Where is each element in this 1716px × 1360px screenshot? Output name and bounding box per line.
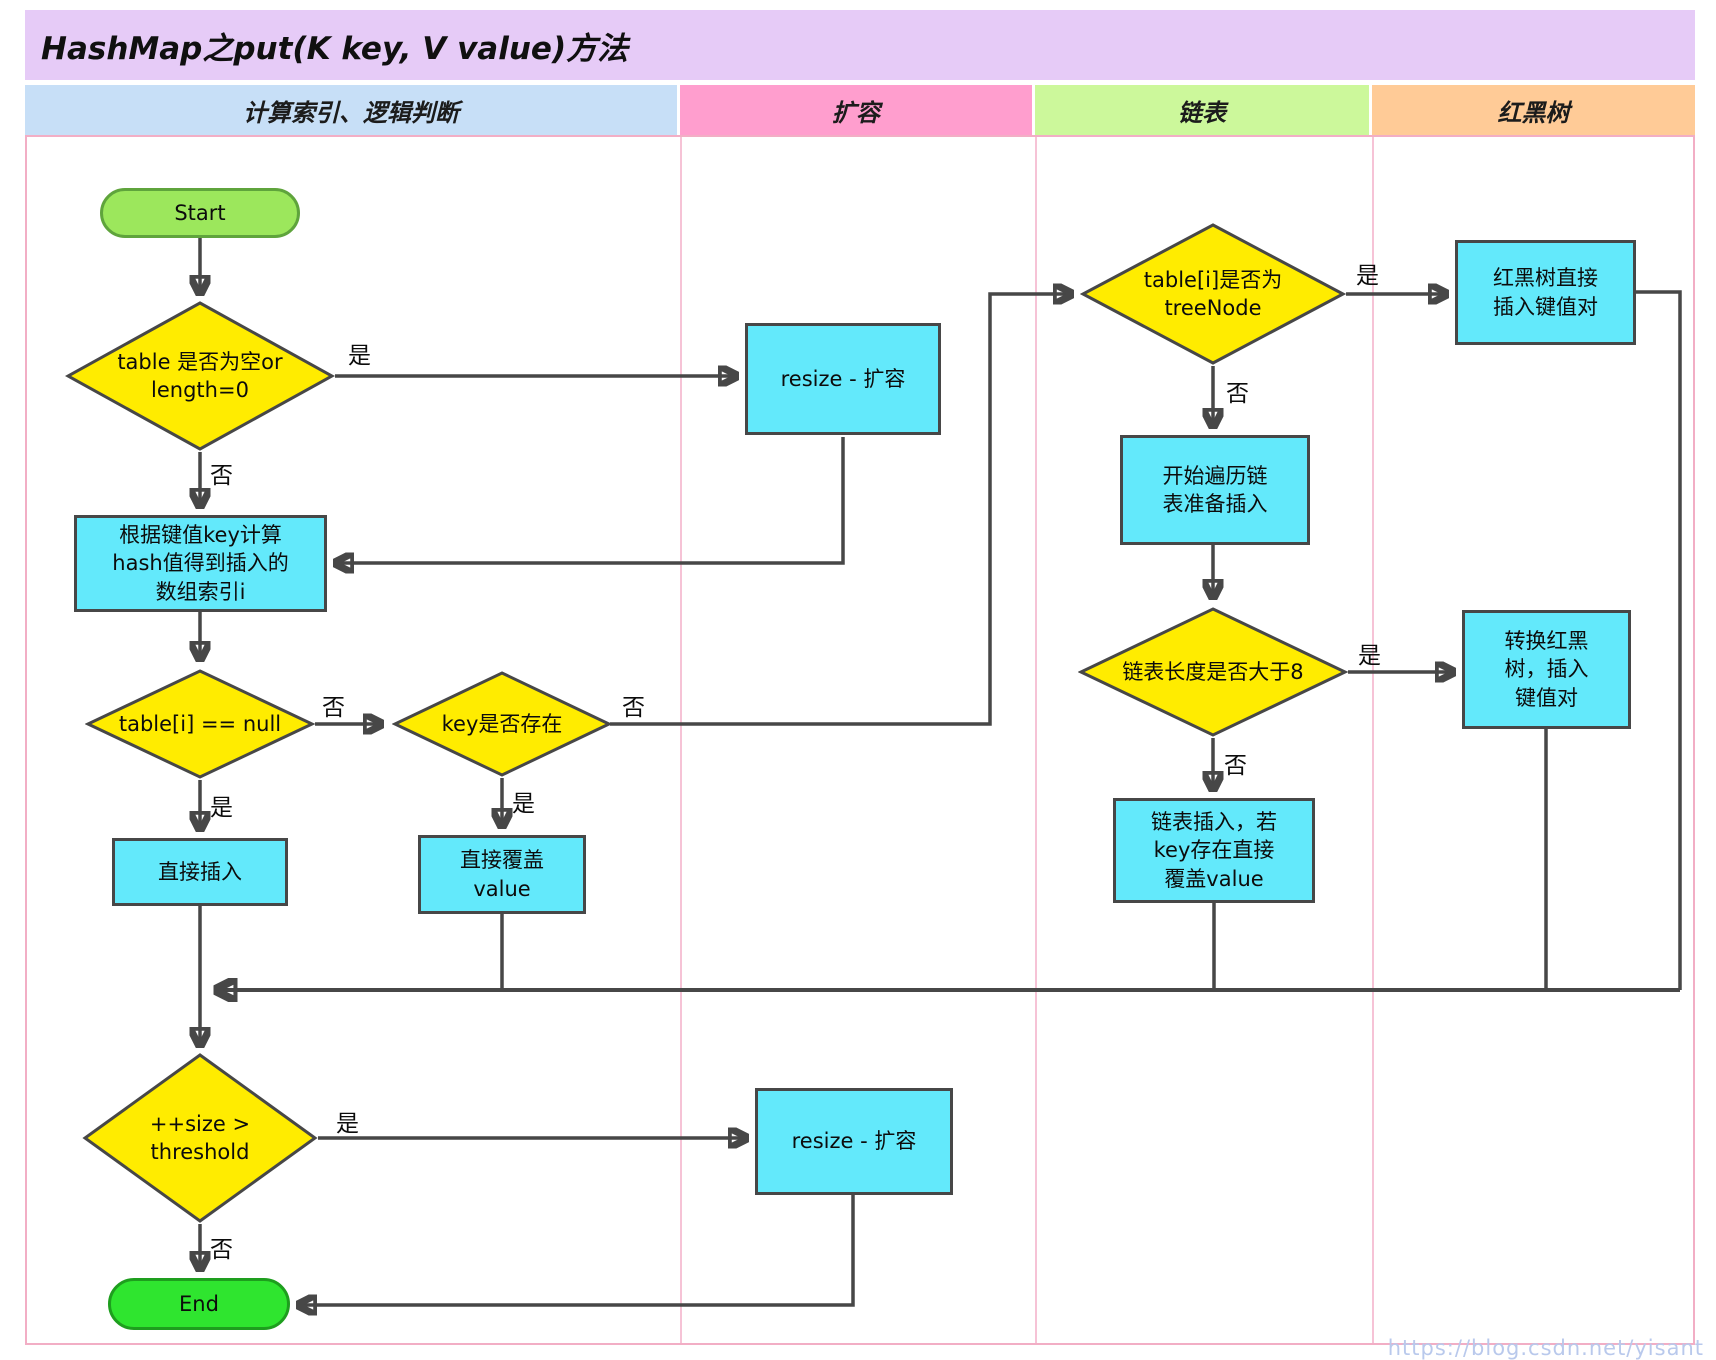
start-node-label: Start [174,200,226,225]
process-rbtree-insert: 红黑树直接 插入键值对 [1455,240,1636,345]
process-direct-insert: 直接插入 [112,838,288,906]
process-convert-rbtree: 转换红黑 树，插入 键值对 [1462,610,1631,729]
process-rbtree-insert-label: 红黑树直接 插入键值对 [1493,266,1598,319]
edge-label-no: 否 [322,695,345,721]
process-convert-rbtree-label: 转换红黑 树，插入 键值对 [1504,628,1589,710]
process-list-insert: 链表插入，若 key存在直接 覆盖value [1113,798,1315,903]
lane-header-linked-list: 链表 [1035,85,1372,135]
process-overwrite-value-label: 直接覆盖 value [460,848,544,901]
process-resize-top-label: resize - 扩容 [780,366,906,391]
edge-label-yes: 是 [512,791,535,817]
decision-is-treenode-label: table[i]是否为 treeNode [1143,267,1283,320]
edge-label-yes: 是 [1358,643,1381,669]
decision-size-threshold: ++size > threshold [82,1052,318,1224]
edge-label-yes: 是 [210,795,233,821]
edge-label-no: 否 [622,695,645,721]
process-calc-hash-label: 根据键值key计算 hash值得到插入的 数组索引i [112,522,289,604]
diamond-shape [82,1053,318,1223]
edge-label-no: 否 [210,463,233,489]
edge-label-yes: 是 [348,343,371,369]
chart-title-bar: HashMap之put(K key, V value)方法 [25,10,1695,80]
decision-list-length: 链表长度是否大于8 [1078,606,1348,738]
edge-label-no: 否 [1226,381,1249,407]
decision-table-i-null: table[i] == null [85,668,315,780]
process-overwrite-value: 直接覆盖 value [418,835,586,914]
diamond-shape [85,669,315,779]
process-resize-top: resize - 扩容 [745,323,941,435]
lane-divider [680,137,682,1343]
end-node: End [108,1278,290,1330]
process-resize-bottom: resize - 扩容 [755,1088,953,1195]
lane-headers: 计算索引、逻辑判断 扩容 链表 红黑树 [25,85,1695,135]
decision-table-i-null-label: table[i] == null [118,711,282,736]
process-traverse-list-label: 开始遍历链 表准备插入 [1162,463,1268,516]
process-calc-hash: 根据键值key计算 hash值得到插入的 数组索引i [74,515,327,612]
edge-label-no: 否 [1224,753,1247,779]
edge-label-yes: 是 [1356,263,1379,289]
process-traverse-list: 开始遍历链 表准备插入 [1120,435,1310,545]
decision-list-length-label: 链表长度是否大于8 [1122,659,1304,684]
end-node-label: End [179,1291,219,1316]
lane-header-red-black-tree: 红黑树 [1372,85,1695,135]
start-node: Start [100,188,300,238]
lane-header-resize: 扩容 [680,85,1035,135]
edge-label-no: 否 [210,1237,233,1263]
process-resize-bottom-label: resize - 扩容 [791,1129,917,1154]
diamond-shape [392,671,612,777]
diamond-shape [1078,607,1348,737]
lane-divider [1035,137,1037,1343]
decision-key-exists: key是否存在 [392,670,612,778]
watermark-link: https://blog.csdn.net/yisant [1387,1336,1704,1360]
decision-key-exists-label: key是否存在 [441,711,563,736]
decision-table-empty-label: table 是否为空or length=0 [117,349,283,402]
chart-title: HashMap之put(K key, V value)方法 [41,30,629,67]
edge-label-yes: 是 [336,1111,359,1137]
decision-table-empty: table 是否为空or length=0 [65,300,335,452]
decision-is-treenode: table[i]是否为 treeNode [1080,222,1346,366]
process-direct-insert-label: 直接插入 [158,859,242,884]
lane-divider [1372,137,1374,1343]
diamond-shape [65,301,335,451]
process-list-insert-label: 链表插入，若 key存在直接 覆盖value [1151,809,1277,891]
decision-size-threshold-label: ++size > threshold [149,1111,251,1164]
lane-header-calc-index: 计算索引、逻辑判断 [25,85,680,135]
diamond-shape [1080,223,1346,365]
